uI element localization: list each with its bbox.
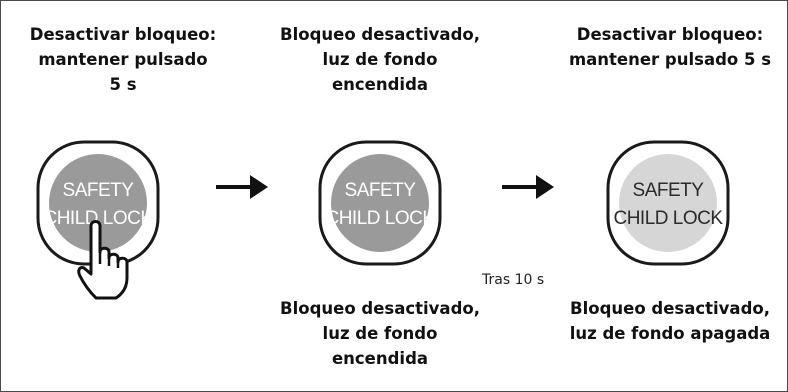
button-label-line1: SAFETY (63, 180, 135, 201)
child-lock-button-backlight-off: SAFETY CHILD LOCK (606, 140, 730, 266)
button-label-line2: CHILD LOCK (325, 208, 435, 229)
button-label-line1: SAFETY (633, 180, 705, 201)
step3-top-label: Desactivar bloqueo: mantener pulsado 5 s (568, 25, 772, 69)
step2-bottom-label: Bloqueo desactivado, luz de fondo encend… (280, 299, 480, 368)
timer-note: Tras 10 s (482, 272, 545, 288)
button-label-line2: CHILD LOCK (613, 208, 723, 229)
step3-bottom-label: Bloqueo desactivado, luz de fondo apagad… (569, 299, 771, 343)
step1-top-label: Desactivar bloqueo: mantener pulsado 5 s (29, 25, 217, 94)
child-lock-button-pressed: SAFETY CHILD LOCK (36, 140, 160, 300)
arrow-right-icon (502, 175, 554, 199)
child-lock-button-backlight-on: SAFETY CHILD LOCK (318, 140, 442, 266)
button-label-line1: SAFETY (345, 180, 417, 201)
arrow-right-icon (216, 175, 268, 199)
button-label-line2: CHILD LOCK (43, 208, 153, 229)
step2-top-label: Bloqueo desactivado, luz de fondo encend… (280, 25, 480, 94)
hand-pointer-icon (77, 220, 129, 300)
